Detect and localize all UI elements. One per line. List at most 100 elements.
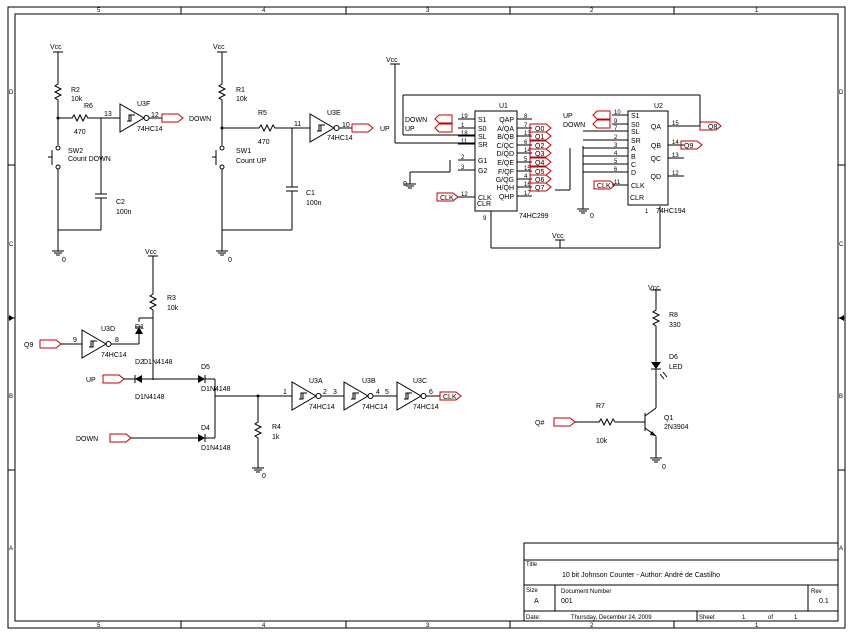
u1-net-label: Q2 <box>535 143 544 150</box>
net-up-out: UP <box>380 126 390 133</box>
u3e-ref: U3E <box>327 110 341 117</box>
u1-part: 74HC299 <box>519 213 549 220</box>
u2-pin-num: 2 <box>614 135 618 141</box>
sw2-ref: SW2 <box>68 148 83 155</box>
u2-pin-name: C <box>631 162 636 169</box>
u1-pin-num: 12 <box>461 192 468 198</box>
u1-pin-name: G/QG <box>496 177 514 184</box>
u3a-ref: U3A <box>309 378 323 385</box>
d1-ref: D1 <box>135 324 144 331</box>
d1-value: D1N4148 <box>135 394 165 401</box>
vcc-label-sw2: Vcc <box>50 44 62 51</box>
r5-value: 470 <box>258 139 270 146</box>
frame-col-1-bottom: 1 <box>755 623 759 629</box>
sw2-name: Count DOWN <box>68 156 111 163</box>
u2-pin-num: 9 <box>614 119 618 125</box>
u1-pin-name: G2 <box>478 168 487 175</box>
frame-row-a-left: A <box>9 546 13 552</box>
resistor-r6-symbol <box>67 114 93 122</box>
u3e-pin-in: 11 <box>294 121 301 128</box>
r2-ref: R2 <box>71 87 80 94</box>
frame-row-b-left: B <box>9 394 13 400</box>
gnd-sw1: 0 <box>228 257 232 264</box>
u1-net-label: Q3 <box>535 151 544 158</box>
d4-value: D1N4148 <box>201 445 231 452</box>
r6-ref: R6 <box>84 103 93 110</box>
rev-label: Rev <box>811 589 822 595</box>
u1-pin-num: 11 <box>461 139 468 145</box>
u2-net-clk: CLK <box>597 183 611 190</box>
u2-pin-num: 12 <box>672 171 679 177</box>
r2-value: 10k <box>71 96 83 103</box>
frame-row-d-right: D <box>839 90 844 96</box>
frame-row-c-left: C <box>9 242 14 248</box>
u1-pin-name: D/QD <box>497 151 515 158</box>
u1-pin-name: SL <box>478 134 487 141</box>
u2-ref: U2 <box>654 103 663 110</box>
u1-pin-name: A/QA <box>497 126 514 133</box>
u1-net-label: UP <box>405 126 415 133</box>
d6-value: LED <box>669 364 683 371</box>
u1-vcc: Vcc <box>386 57 398 64</box>
title-block: Title 10 bit Johnson Counter - Author: A… <box>523 542 839 622</box>
net-q-hash: Q# <box>535 420 544 427</box>
c2-value: 100n <box>116 209 132 216</box>
u1-pin-num: 14 <box>524 148 531 154</box>
u2-pin-num: 3 <box>614 143 618 149</box>
u1-net-label: Q6 <box>535 177 544 184</box>
u3b-part: 74HC14 <box>362 404 388 411</box>
d2-value: D1N4148 <box>143 359 173 366</box>
u3f-pin-out: 12 <box>151 112 159 119</box>
frame-row-b-right: B <box>839 394 843 400</box>
u1-pin-name: H/QH <box>497 185 515 192</box>
u1-pin-num: 16 <box>524 182 531 188</box>
u3d-part: 74HC14 <box>101 352 127 359</box>
u1-net-label: Q4 <box>535 160 544 167</box>
u3d-ref: U3D <box>101 326 115 333</box>
r8-ref: R8 <box>669 312 678 319</box>
sheet-label: Sheet <box>699 615 715 621</box>
u1-pin-name: CLK <box>478 195 492 202</box>
u2-pin-num: 10 <box>614 110 621 116</box>
u2-clr: CLR <box>630 195 644 202</box>
u3d-pin-out: 8 <box>115 337 119 344</box>
net-up-in: UP <box>86 377 96 384</box>
d4-ref: D4 <box>201 425 210 432</box>
u2-pin-num: 15 <box>672 121 679 127</box>
vcc-r3: Vcc <box>145 249 157 256</box>
size-label: Size <box>526 588 538 594</box>
r7-value: 10k <box>596 438 608 445</box>
r3-ref: R3 <box>167 295 176 302</box>
u3a-pin-out: 2 <box>323 389 327 396</box>
r4-value: 1k <box>272 434 280 441</box>
date-value: Thursday, December 24, 2009 <box>571 615 652 621</box>
d2-ref: D2 <box>135 359 144 366</box>
led-driver-circuit: Vcc R8 330 D6 LED Q# R7 10k Q1 2N3904 0 <box>535 285 689 471</box>
u2-gnd: 0 <box>590 213 594 220</box>
r3-value: 10k <box>167 305 179 312</box>
u1-ref: U1 <box>499 103 508 110</box>
docnum-value: 001 <box>561 598 573 605</box>
u1-pin-num: 3 <box>461 165 465 171</box>
u1-pin-num: 7 <box>524 123 528 129</box>
u1-net-label: Q1 <box>535 134 544 141</box>
u1-pin-name: C/QC <box>497 143 515 150</box>
d5-value: D1N4148 <box>201 386 231 393</box>
u3a-part: 74HC14 <box>309 404 335 411</box>
u2-pin-name: SL <box>631 129 640 136</box>
u3a-pin-in: 1 <box>283 389 287 396</box>
date-label: Date: <box>526 615 541 621</box>
